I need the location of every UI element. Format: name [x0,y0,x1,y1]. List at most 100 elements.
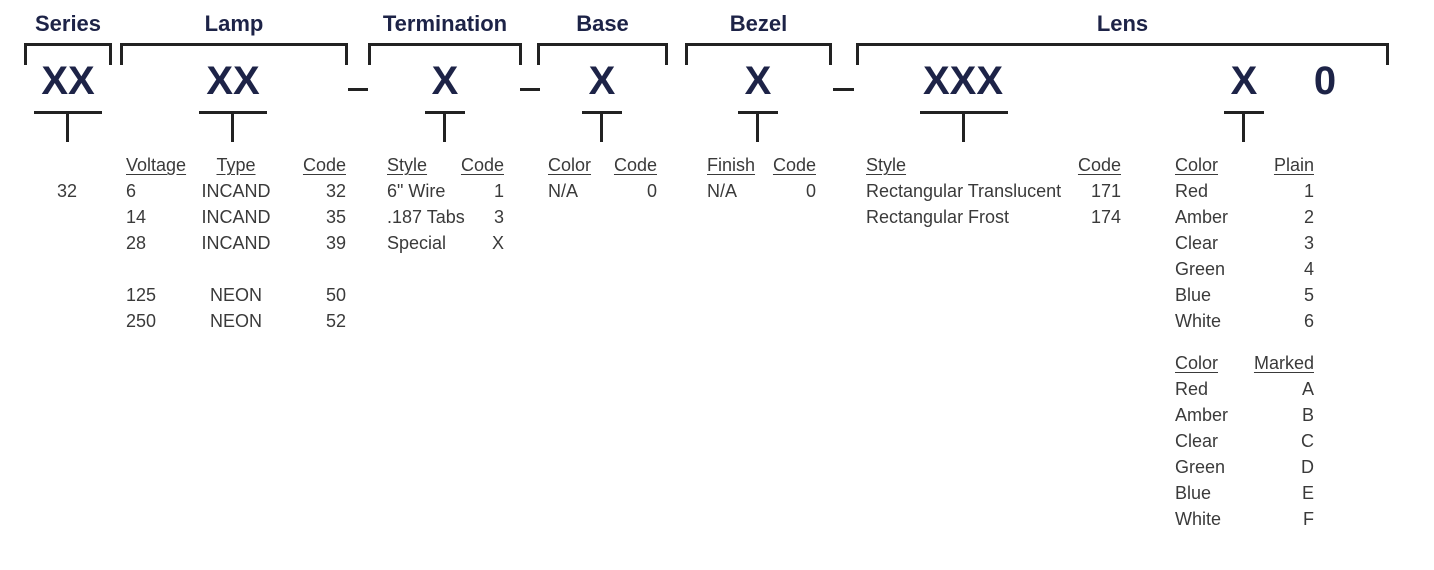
base-color-cell: N/A [548,181,579,201]
base-code-header: Code [613,155,657,175]
tee-base-stem [600,111,603,142]
lamp-code-cell: 50 [325,285,346,305]
lamp-code-cell: 39 [325,233,346,253]
tee-lamp-stem [231,111,234,142]
termination-style-cell: 6" Wire [387,181,446,201]
lens-plain-color-cell: Red [1175,181,1209,201]
lens-marked-color-cell: Amber [1175,405,1229,425]
lens-plain-code-header: Plain [1273,155,1314,175]
lens-marked-code-column: Marked A B C D E F [1245,350,1314,532]
code-lamp: XX [206,59,260,103]
tee-bezel-stem [756,111,759,142]
termination-code-cell: 1 [493,181,504,201]
lens-marked-code-cell: F [1303,509,1314,529]
lens-plain-code-cell: 5 [1303,285,1314,305]
lens-marked-color-column: Color Red Amber Clear Green Blue White [1175,350,1245,532]
lens-plain-color-cell: Green [1175,259,1226,279]
lamp-code-cell: 32 [325,181,346,201]
code-lens-suffix: 0 [1313,59,1337,103]
bezel-code-cell: 0 [805,181,816,201]
lens-style-column: Style Rectangular Translucent Rectangula… [866,152,1066,230]
lamp-voltage-cell: 28 [126,233,147,253]
lens-style-cell: Rectangular Translucent [866,181,1062,201]
lens-marked-code-cell: E [1301,483,1314,503]
lens-style-code-cell: 171 [1090,181,1121,201]
bracket-series [24,43,112,65]
lamp-voltage-column: Voltage 6 14 28 125 250 [126,152,196,334]
lens-plain-color-column: Color Red Amber Clear Green Blue White [1175,152,1245,334]
lamp-type-cell: INCAND [201,181,271,201]
base-color-column: Color N/A [548,152,598,204]
header-termination: Termination [382,11,508,36]
termination-code-header: Code [460,155,504,175]
lamp-code-cell: 52 [325,311,346,331]
lens-style-code-cell: 174 [1090,207,1121,227]
code-lens-style: XXX [922,59,1004,103]
lens-plain-color-cell: Blue [1175,285,1212,305]
lamp-type-header: Type [216,155,256,175]
tee-series-stem [66,111,69,142]
separator-dash [348,88,368,91]
base-code-cell: 0 [646,181,657,201]
termination-style-column: Style 6" Wire .187 Tabs Special [387,152,472,256]
lens-plain-code-cell: 4 [1303,259,1314,279]
lens-marked-color-header: Color [1175,353,1219,373]
bracket-lamp [120,43,348,65]
lens-plain-color-header: Color [1175,155,1219,175]
lamp-code-cell: 35 [325,207,346,227]
lens-style-cell: Rectangular Frost [866,207,1010,227]
code-termination: X [431,59,459,103]
lamp-type-cell: NEON [209,311,262,331]
tee-lens-color-stem [1242,111,1245,142]
lens-marked-code-header: Marked [1253,353,1314,373]
lens-marked-code-cell: B [1301,405,1314,425]
header-lens: Lens [1096,11,1149,36]
series-value: 32 [56,181,78,201]
lens-plain-color-cell: White [1175,311,1222,331]
lens-plain-color-cell: Clear [1175,233,1219,253]
code-bezel: X [744,59,772,103]
lamp-type-cell: NEON [209,285,262,305]
lens-marked-code-cell: C [1301,431,1314,451]
bezel-finish-column: Finish N/A [707,152,762,204]
termination-code-cell: X [491,233,504,253]
bracket-bezel [685,43,832,65]
lens-marked-color-cell: Green [1175,457,1226,477]
lamp-type-column: Type INCAND INCAND INCAND NEON NEON [196,152,276,334]
lens-style-header: Style [866,155,907,175]
bezel-finish-header: Finish [707,155,756,175]
lens-marked-color-cell: White [1175,509,1222,529]
lens-marked-color-cell: Red [1175,379,1209,399]
termination-code-column: Code 1 3 X [454,152,504,256]
termination-code-cell: 3 [493,207,504,227]
lens-plain-code-cell: 6 [1303,311,1314,331]
header-series: Series [34,11,102,36]
separator-dash [833,88,854,91]
lens-plain-color-cell: Amber [1175,207,1229,227]
lens-marked-color-cell: Clear [1175,431,1219,451]
code-series: XX [41,59,95,103]
lamp-voltage-cell: 6 [126,181,137,201]
lamp-code-column: Code 32 35 39 50 52 [286,152,346,334]
lamp-voltage-cell: 125 [126,285,157,305]
bracket-lens [856,43,1389,65]
header-base: Base [576,11,629,36]
lamp-type-cell: INCAND [201,207,271,227]
termination-style-header: Style [387,155,428,175]
lens-plain-code-column: Plain 1 2 3 4 5 6 [1250,152,1314,334]
lens-marked-color-cell: Blue [1175,483,1212,503]
lamp-voltage-cell: 14 [126,207,147,227]
series-column: 32 [46,178,88,204]
lens-style-code-header: Code [1077,155,1121,175]
bezel-code-header: Code [772,155,816,175]
base-color-header: Color [548,155,592,175]
tee-termination-stem [443,111,446,142]
header-lamp: Lamp [204,11,264,36]
termination-style-cell: .187 Tabs [387,207,465,227]
bracket-termination [368,43,522,65]
header-bezel: Bezel [729,11,788,36]
lens-marked-code-cell: D [1301,457,1314,477]
bezel-code-column: Code 0 [766,152,816,204]
tee-lens-style-stem [962,111,965,142]
